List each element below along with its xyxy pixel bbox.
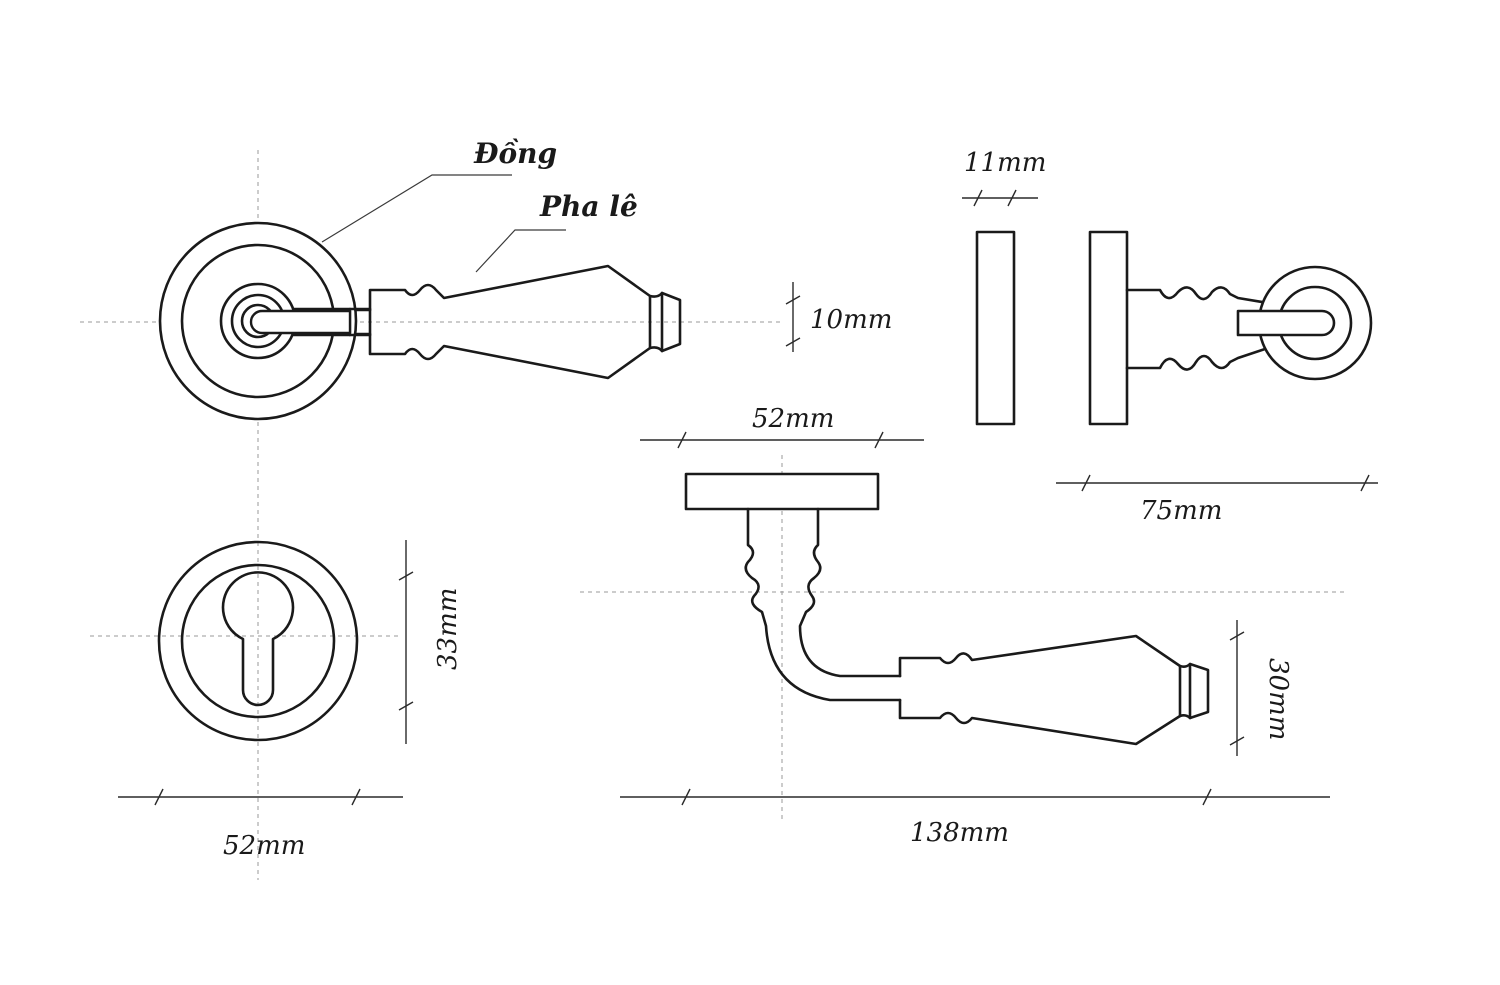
dim-label-138mm: 138mm bbox=[910, 818, 1009, 848]
dim-33mm bbox=[398, 540, 414, 744]
escutcheon-inner bbox=[180, 563, 336, 719]
side-view-handle bbox=[975, 230, 1373, 426]
front-lever bbox=[246, 264, 682, 380]
dim-label-30mm: 30mm bbox=[1263, 658, 1293, 740]
keyhole-icon bbox=[221, 571, 295, 707]
dim-138mm bbox=[620, 788, 1330, 806]
side-rose-left bbox=[975, 230, 1016, 426]
dim-label-11mm: 11mm bbox=[964, 148, 1046, 178]
top-view-handle bbox=[684, 472, 1210, 746]
dim-52mm-bottom bbox=[118, 788, 403, 806]
dim-10mm bbox=[785, 282, 801, 352]
callout-copper: Đồng bbox=[473, 137, 557, 170]
dim-label-75mm: 75mm bbox=[1140, 496, 1222, 526]
escutcheon-view bbox=[157, 540, 359, 742]
dim-label-52mm-top: 52mm bbox=[752, 404, 834, 434]
dim-52mm-top bbox=[640, 431, 924, 449]
dim-label-33mm: 33mm bbox=[433, 588, 463, 670]
callout-crystal: Pha lê bbox=[539, 190, 638, 223]
callout-leaders bbox=[321, 174, 566, 273]
top-rose-plate bbox=[684, 472, 880, 511]
side-rose-right bbox=[1088, 230, 1129, 426]
dim-label-10mm: 10mm bbox=[810, 305, 892, 335]
dim-label-52mm-bottom: 52mm bbox=[223, 831, 305, 861]
front-view-handle bbox=[158, 221, 682, 421]
escutcheon-outer bbox=[157, 540, 359, 742]
dim-11mm bbox=[962, 189, 1038, 207]
dim-75mm bbox=[1056, 474, 1378, 492]
dim-30mm bbox=[1229, 620, 1245, 756]
